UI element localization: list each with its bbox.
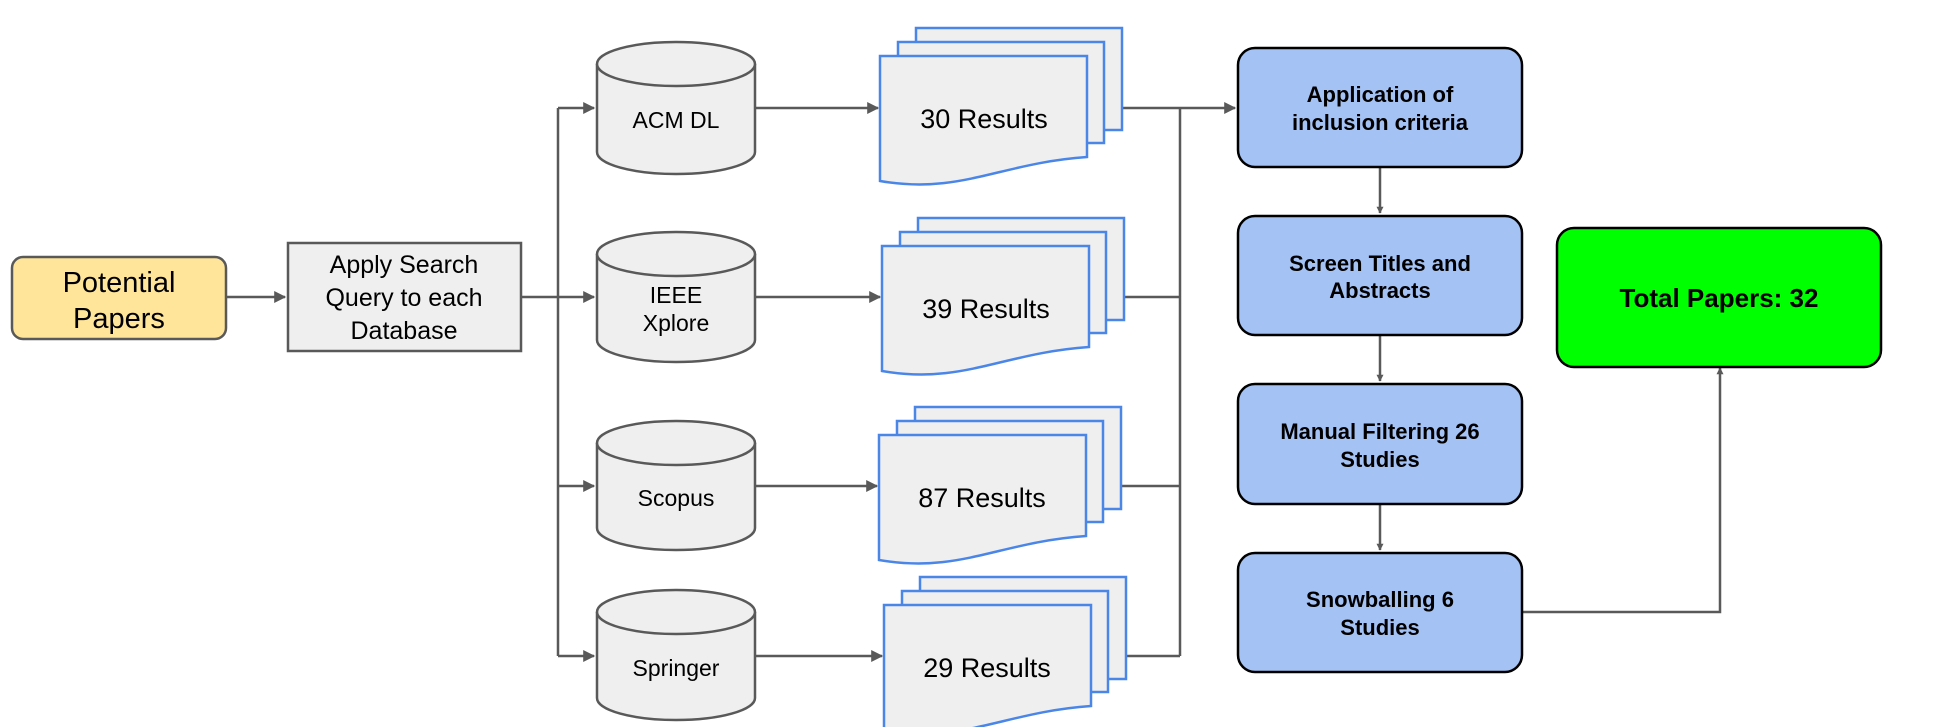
step-manual-filtering: Manual Filtering 26 Studies [1236,382,1524,506]
apply-search-query-box [286,241,523,353]
database-cylinder-body [595,64,757,176]
database-label: Springer [633,655,720,681]
database-acm: ACM DL [595,40,757,176]
database-cylinder-body [595,443,757,552]
results-label: 30 Results [920,104,1048,134]
apply-search-query-line1: Apply Search [330,251,479,279]
step-inclusion-criteria: Application of inclusion criteria [1236,46,1524,169]
results-label: 87 Results [918,483,1046,513]
step-box [1236,382,1524,506]
arrow-snowballing-to-total [1522,367,1724,614]
potential-papers-line2: Papers [73,303,165,335]
total-papers-label: Total Papers: 32 [1620,283,1819,313]
step-label-line1: Screen Titles and [1289,251,1471,276]
total-papers-node: Total Papers: 32 [1555,226,1883,369]
potential-papers-line1: Potential [63,267,176,299]
step-label-line2: Studies [1340,447,1419,472]
database-cylinder-top [595,230,757,278]
potential-papers-box [10,255,228,341]
document-front [880,244,1091,376]
results-ieee: 39 Results [880,216,1126,376]
step-label-line1: Manual Filtering 26 [1280,419,1479,444]
step-box [1236,214,1524,337]
step-screen-titles: Screen Titles and Abstracts [1236,214,1524,337]
step-box [1236,46,1524,169]
database-cylinder-body [595,612,757,722]
apply-search-query-line3: Database [350,317,457,345]
database-ieee: IEEE Xplore [595,230,757,364]
step-label-line2: Studies [1340,615,1419,640]
database-label: IEEE [650,282,702,308]
apply-search-query-node: Apply Search Query to each Database [286,241,523,353]
document-front [877,433,1088,565]
step-label-line2: inclusion criteria [1292,110,1469,135]
database-cylinder-top [595,40,757,88]
connectors [227,102,1724,662]
results-scopus: 87 Results [877,405,1123,565]
apply-search-query-line2: Query to each [325,284,482,312]
step-snowballing: Snowballing 6 Studies [1236,551,1524,674]
potential-papers-node: Potential Papers [10,255,228,341]
results-springer: 29 Results [882,575,1128,727]
database-scopus: Scopus [595,419,757,552]
results-label: 29 Results [923,653,1051,683]
database-cylinder-body [595,254,757,364]
results-acm: 30 Results [878,26,1124,186]
step-label-line1: Snowballing 6 [1306,587,1454,612]
total-papers-box [1555,226,1883,369]
database-cylinder-top [595,588,757,636]
database-cylinder-top [595,419,757,467]
database-label: ACM DL [633,107,720,133]
document-front [882,603,1093,727]
results-label: 39 Results [922,294,1050,324]
step-label-line2: Abstracts [1329,278,1430,303]
database-label: Scopus [638,485,715,511]
database-label-line2: Xplore [643,310,709,336]
step-box [1236,551,1524,674]
step-label-line1: Application of [1307,82,1454,107]
document-front [878,54,1089,186]
database-springer: Springer [595,588,757,722]
